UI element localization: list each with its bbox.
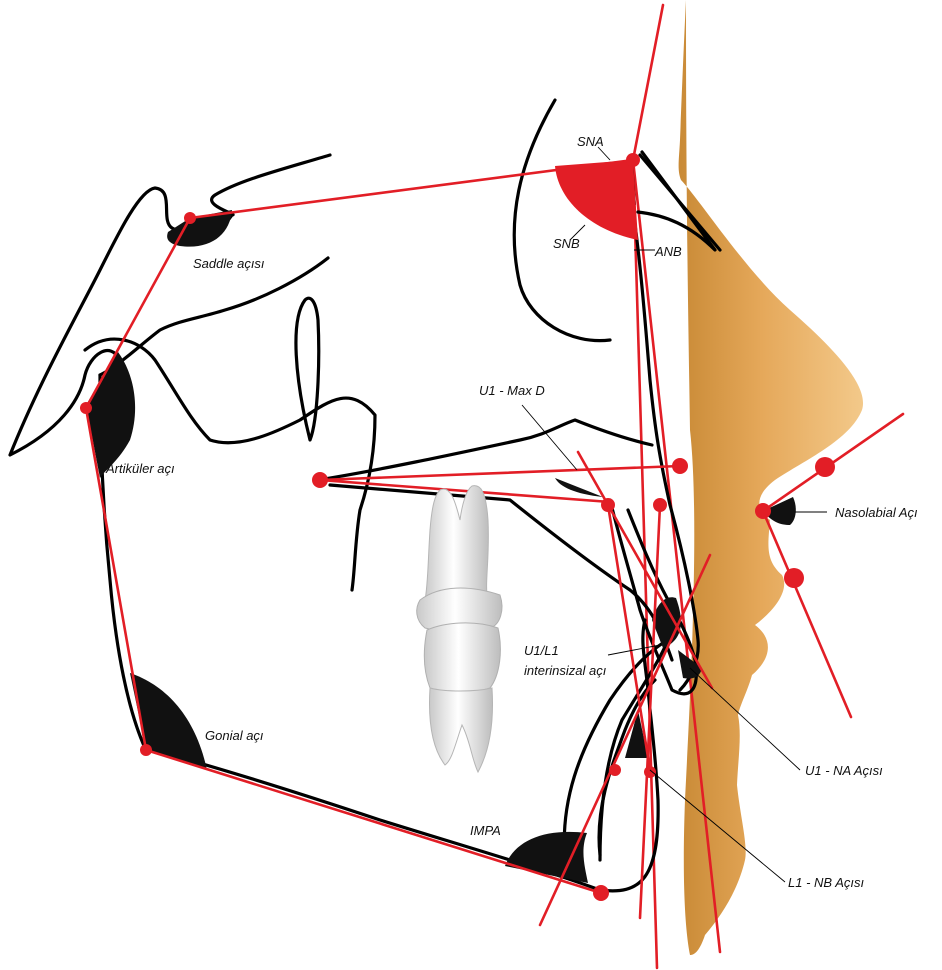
interincisal-label-line1: U1/L1 — [524, 643, 559, 658]
landmark-dot-icon — [184, 212, 196, 224]
cranial-base-contour — [10, 155, 330, 455]
landmark-dot-icon — [593, 885, 609, 901]
landmark-dot-icon — [312, 472, 328, 488]
u1-na-angle-label: U1 - NA Açısı — [805, 763, 883, 778]
soft-tissue-profile — [679, 0, 863, 955]
landmark-dot-icon — [644, 766, 656, 778]
sna-label: SNA — [577, 134, 604, 149]
u1-maxd-label: U1 - Max D — [479, 383, 545, 398]
articular-angle-label: Artiküler açı — [105, 461, 175, 476]
mandible-contour — [100, 375, 658, 891]
l1-nb-angle-label: L1 - NB Açısı — [788, 875, 864, 890]
molar-tooth-icon — [417, 486, 502, 772]
palatal-plane-lower — [330, 485, 672, 660]
landmark-dot-icon — [672, 458, 688, 474]
impa-label: IMPA — [470, 823, 501, 838]
landmark-dot-icon — [755, 503, 771, 519]
landmark-dot-icon — [601, 498, 615, 512]
gonial-angle-label: Gonial açı — [205, 728, 264, 743]
nasolabial-angle-label: Nasolabial Açı — [835, 505, 918, 520]
interincisal-label-line2: interinsizal açı — [524, 663, 607, 678]
articular-angle-wedge — [86, 352, 135, 478]
saddle-articulare-line — [86, 218, 190, 408]
n-a-line — [633, 5, 663, 160]
mandibular-plane-line — [146, 750, 601, 893]
nasolabial-lower-line — [763, 511, 851, 717]
nb-line — [633, 160, 657, 968]
palatal-plane-line — [320, 466, 680, 480]
snb-angle-wedge — [555, 160, 638, 240]
landmark-dot-icon — [140, 744, 152, 756]
anb-label: ANB — [654, 244, 682, 259]
landmark-dot-icon — [815, 457, 835, 477]
landmark-dot-icon — [784, 568, 804, 588]
saddle-angle-label: Saddle açısı — [193, 256, 265, 271]
landmark-dot-icon — [626, 153, 640, 167]
landmark-dot-icon — [609, 764, 621, 776]
sphenoid-contour — [100, 258, 328, 375]
snb-label: SNB — [553, 236, 580, 251]
maxilla-palate-contour — [318, 420, 652, 480]
landmark-dot-icon — [653, 498, 667, 512]
landmark-dot-icon — [80, 402, 92, 414]
